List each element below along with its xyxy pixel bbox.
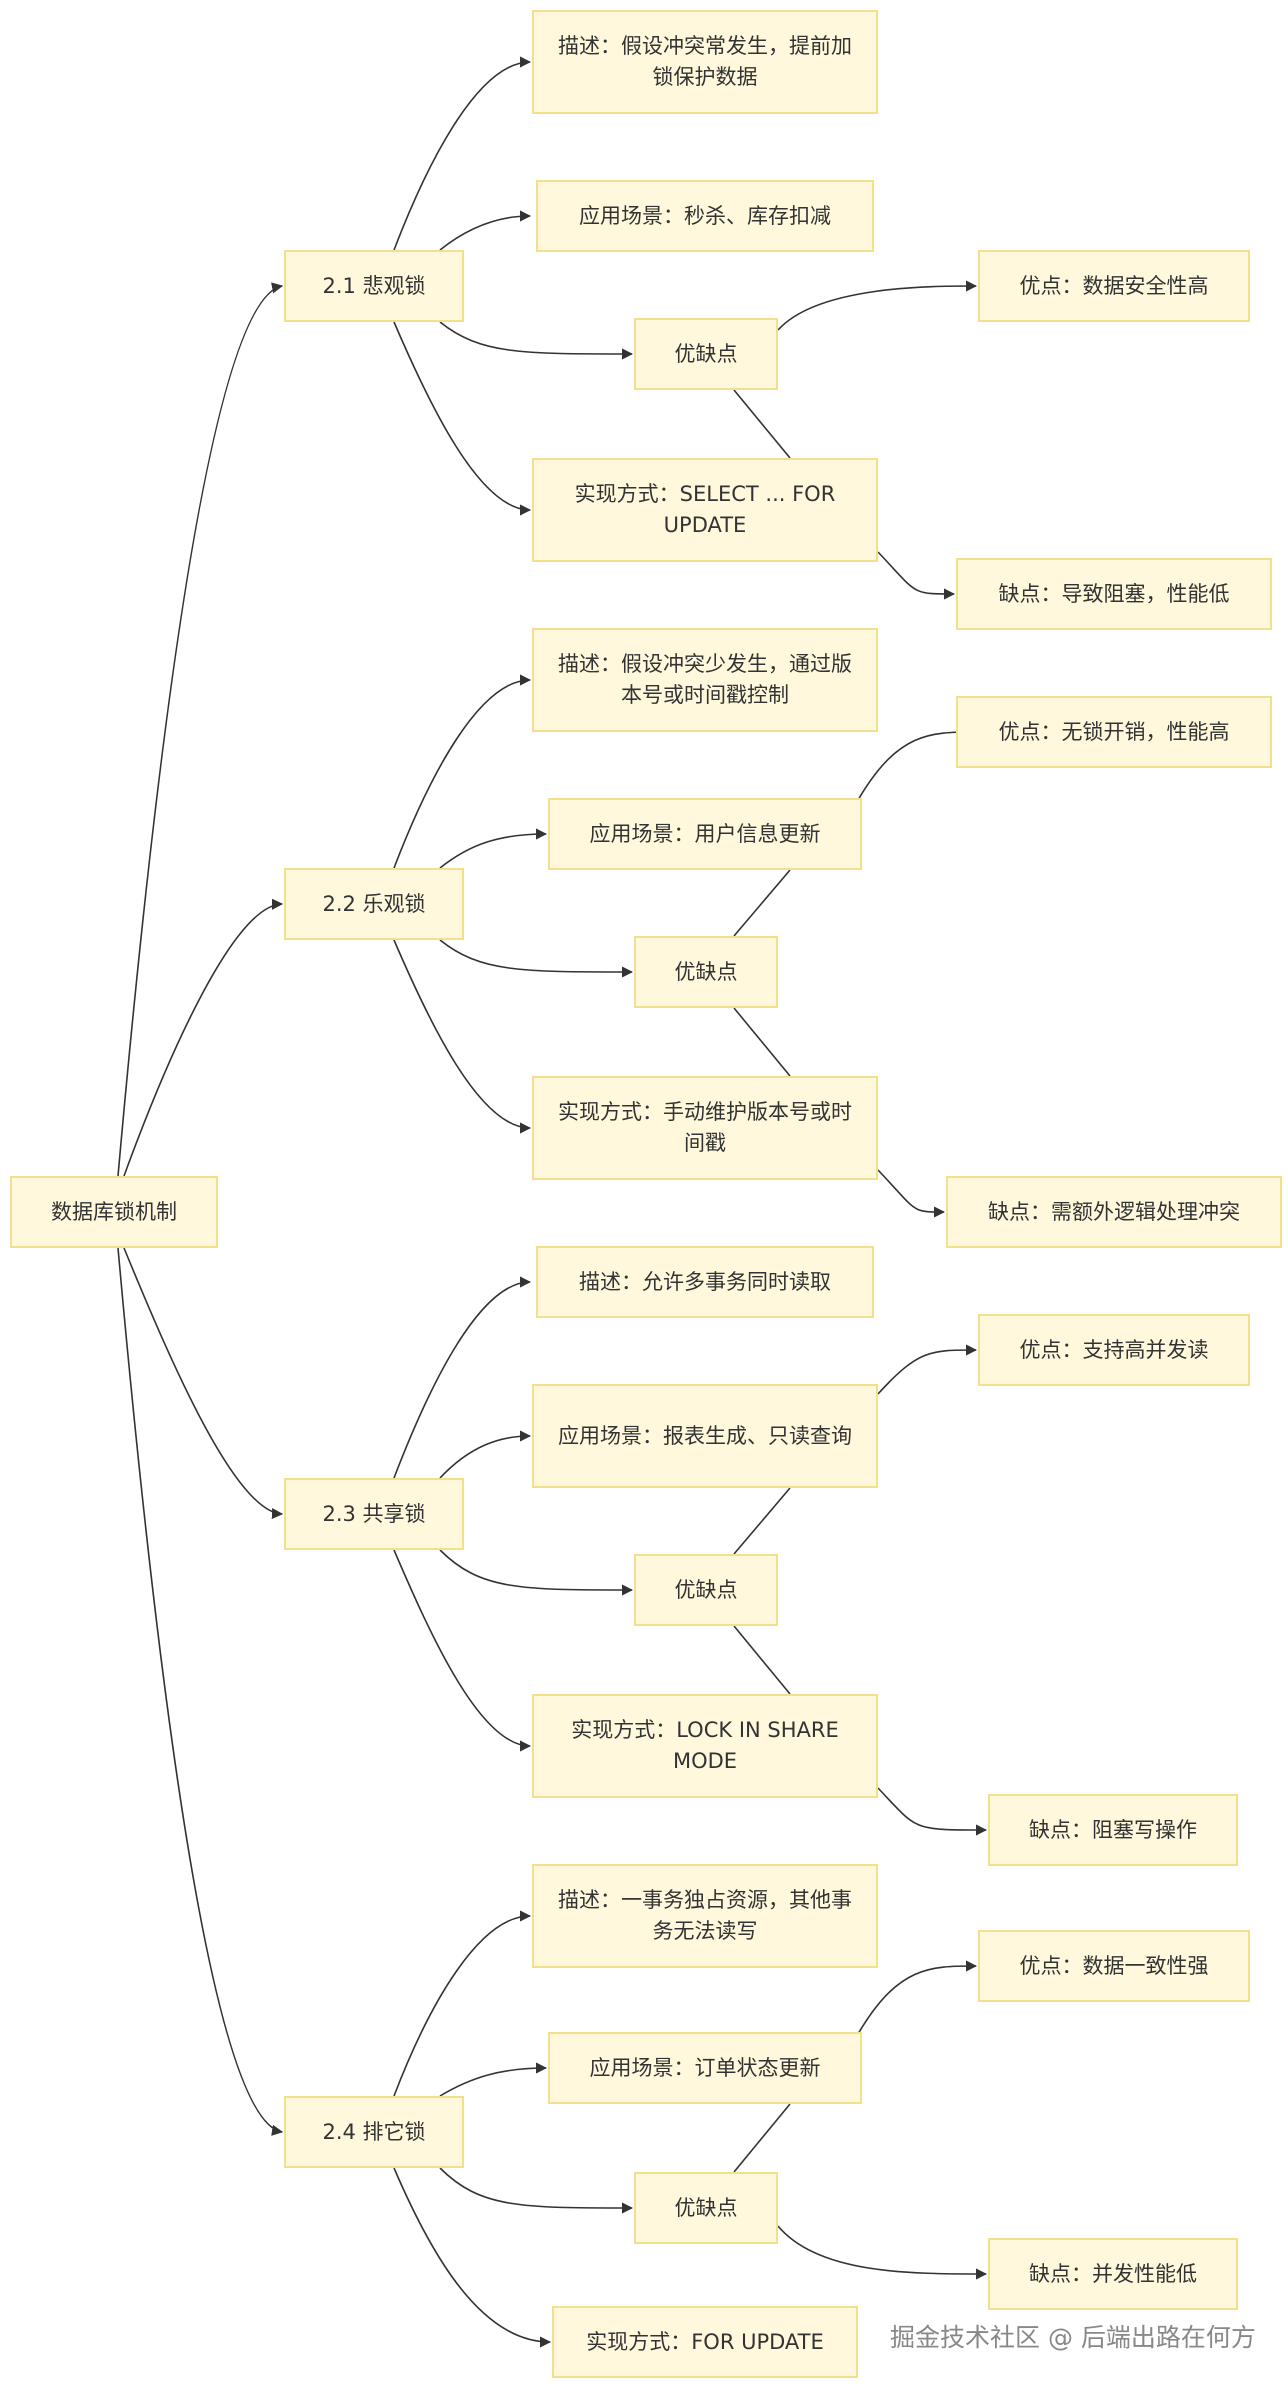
branch-2-node: 2.2 乐观锁 — [284, 868, 464, 940]
edge-b4-chain-1 — [733, 2103, 791, 2173]
branch-3-description: 描述：允许多事务同时读取 — [536, 1246, 874, 1318]
branch-2-scenario: 应用场景：用户信息更新 — [548, 798, 862, 870]
edge-root-branch-2 — [123, 898, 284, 1177]
edge-b1-pros-cons — [439, 321, 634, 360]
branch-3-cons: 缺点：阻塞写操作 — [988, 1794, 1238, 1866]
edge-b1-chain-1 — [733, 389, 791, 459]
edge-b3-description — [393, 1276, 532, 1479]
branch-2-pros: 优点：无锁开销，性能高 — [956, 696, 1272, 768]
branch-3-pros: 优点：支持高并发读 — [978, 1314, 1250, 1386]
root-node: 数据库锁机制 — [10, 1176, 218, 1248]
branch-2-description: 描述：假设冲突少发生，通过版本号或时间戳控制 — [532, 628, 878, 732]
branch-1-scenario: 应用场景：秒杀、库存扣减 — [536, 180, 874, 252]
edge-root-branch-1 — [117, 282, 284, 1177]
edge-b1-implementation — [393, 321, 532, 516]
branch-1-pros-cons: 优缺点 — [634, 318, 778, 390]
edge-b2-scenario — [439, 828, 548, 869]
edge-b1-pros — [777, 280, 978, 331]
edge-b3-scenario — [439, 1430, 532, 1479]
branch-2-implementation: 实现方式：手动维护版本号或时间戳 — [532, 1076, 878, 1180]
edge-b3-pros-cons — [439, 1549, 634, 1596]
branch-4-cons: 缺点：并发性能低 — [988, 2238, 1238, 2310]
branch-4-pros-cons: 优缺点 — [634, 2172, 778, 2244]
branch-1-node: 2.1 悲观锁 — [284, 250, 464, 322]
branch-1-cons: 缺点：导致阻塞，性能低 — [956, 558, 1272, 630]
branch-1-pros: 优点：数据安全性高 — [978, 250, 1250, 322]
watermark: 掘金技术社区 @ 后端出路在何方 — [890, 2323, 1256, 2352]
branch-4-scenario: 应用场景：订单状态更新 — [548, 2032, 862, 2104]
edge-b1-cons — [877, 551, 956, 600]
edge-b2-pros-cons — [439, 939, 634, 978]
edge-root-branch-3 — [123, 1247, 284, 1520]
branch-3-pros-cons: 优缺点 — [634, 1554, 778, 1626]
edge-b2-cons — [877, 1169, 946, 1218]
edge-b2-chain-2 — [733, 1007, 791, 1077]
edge-b4-implementation — [393, 2167, 552, 2348]
branch-4-node: 2.4 排它锁 — [284, 2096, 464, 2168]
edge-b4-scenario — [439, 2062, 548, 2097]
edge-b2-description — [393, 674, 532, 869]
edge-root-branch-4 — [117, 1247, 284, 2136]
branch-1-description: 描述：假设冲突常发生，提前加锁保护数据 — [532, 10, 878, 114]
branch-3-node: 2.3 共享锁 — [284, 1478, 464, 1550]
edge-b1-scenario — [439, 210, 532, 251]
branch-4-implementation: 实现方式：FOR UPDATE — [552, 2306, 858, 2378]
edge-b3-chain-1 — [733, 1487, 791, 1555]
edge-b3-implementation — [393, 1549, 532, 1752]
edge-b3-chain-2 — [733, 1625, 791, 1695]
branch-2-pros-cons: 优缺点 — [634, 936, 778, 1008]
edge-b3-cons — [877, 1787, 988, 1836]
branch-4-pros: 优点：数据一致性强 — [978, 1930, 1250, 2002]
edge-b1-description — [393, 56, 532, 251]
branch-4-description: 描述：一事务独占资源，其他事务无法读写 — [532, 1864, 878, 1968]
branch-3-scenario: 应用场景：报表生成、只读查询 — [532, 1384, 878, 1488]
edge-b3-pros — [877, 1344, 978, 1395]
branch-1-implementation: 实现方式：SELECT ... FOR UPDATE — [532, 458, 878, 562]
edge-b4-pros-cons — [439, 2167, 634, 2214]
edge-b2-chain-1 — [733, 869, 791, 937]
branch-3-implementation: 实现方式：LOCK IN SHARE MODE — [532, 1694, 878, 1798]
edge-b2-implementation — [393, 939, 532, 1134]
edge-b4-cons — [777, 2225, 988, 2280]
edge-b4-pros — [857, 1960, 978, 2035]
branch-2-cons: 缺点：需额外逻辑处理冲突 — [946, 1176, 1282, 1248]
edge-b4-description — [393, 1910, 532, 2097]
